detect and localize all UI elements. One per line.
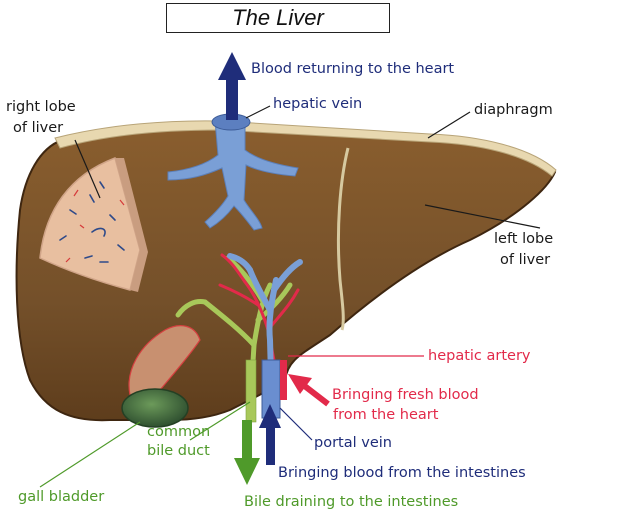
diaphragm-band — [54, 120, 557, 177]
blood-returning-arrow — [218, 52, 246, 120]
label-right-lobe-line2: of liver — [13, 120, 64, 136]
gall-bladder-vessels — [128, 325, 201, 396]
label-common-bile-line1: common — [147, 424, 211, 440]
label-diaphragm: diaphragm — [474, 102, 553, 118]
label-portal-vein: portal vein — [314, 435, 392, 451]
label-bile-draining: Bile draining to the intestines — [244, 494, 459, 510]
hepatic-artery-trunk — [280, 360, 287, 400]
label-hepatic-vein: hepatic vein — [273, 96, 363, 112]
bile-draining-arrow — [234, 420, 260, 485]
portal-vein-tree — [227, 253, 303, 413]
gall-bladder — [121, 388, 189, 428]
label-common-bile-line2: bile duct — [147, 443, 210, 459]
title-box: The Liver — [166, 3, 390, 33]
label-fresh-blood-line1: Bringing fresh blood — [332, 387, 479, 403]
cutaway-vessels — [59, 181, 125, 263]
lobe-divider — [336, 147, 350, 331]
leader-lines — [39, 105, 541, 488]
bile-duct-tree — [175, 255, 293, 415]
diagram-title: The Liver — [232, 5, 324, 30]
label-left-lobe-line2: of liver — [500, 252, 551, 268]
label-blood-returning: Blood returning to the heart — [251, 61, 455, 77]
bile-duct-trunk — [245, 359, 257, 423]
cutaway-arteries — [65, 189, 125, 263]
hepatic-vein-tree — [167, 119, 299, 231]
label-left-lobe-line1: left lobe — [494, 231, 554, 247]
intestine-blood-arrow — [259, 404, 281, 465]
label-intestine-blood: Bringing blood from the intestines — [278, 465, 526, 481]
liver-cutaway-side — [115, 158, 148, 292]
label-gall-bladder: gall bladder — [18, 489, 105, 505]
label-fresh-blood-line2: from the heart — [333, 407, 439, 423]
label-hepatic-artery: hepatic artery — [428, 348, 531, 364]
fresh-blood-arrow — [288, 374, 330, 407]
label-right-lobe-line1: right lobe — [6, 99, 76, 115]
